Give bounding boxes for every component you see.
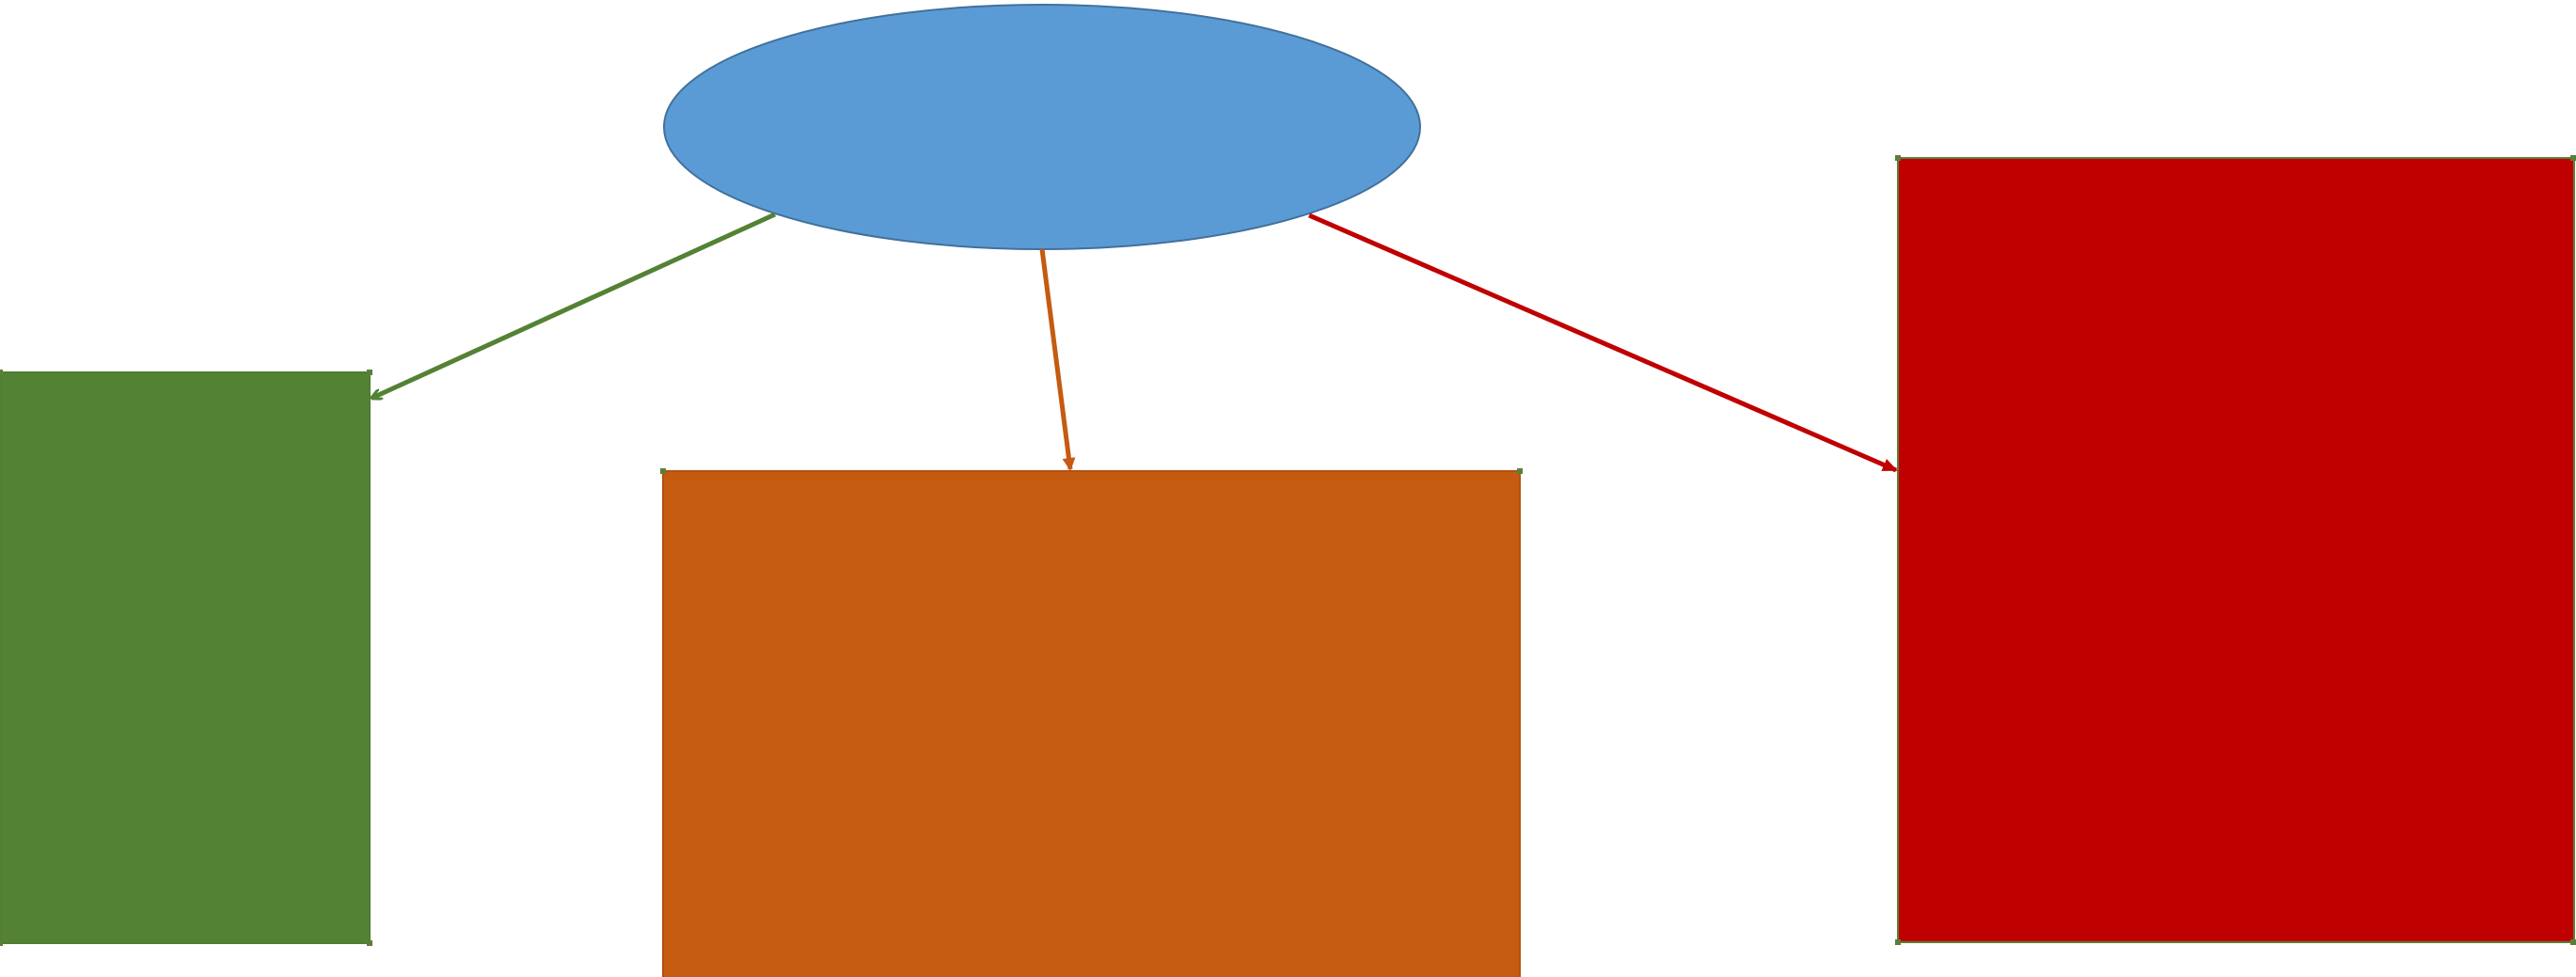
red-box-handle (2570, 939, 2576, 945)
orange-box[interactable] (662, 470, 1521, 977)
connector-root-to-orange[interactable] (1039, 248, 1076, 471)
red-box[interactable] (1897, 157, 2575, 943)
connector-root-to-red[interactable] (1308, 213, 1898, 473)
connector-root-to-green[interactable] (372, 212, 777, 398)
root-ellipse[interactable] (663, 4, 1421, 250)
orange-box-handle (1517, 468, 1523, 474)
red-box-handle (1895, 939, 1901, 945)
green-box-handle (367, 370, 372, 375)
red-box-handle (1895, 155, 1901, 161)
green-box-handle (0, 940, 3, 946)
orange-box-handle (660, 468, 666, 474)
green-box-handle (0, 370, 3, 375)
green-box[interactable] (0, 371, 371, 944)
red-box-handle (2570, 155, 2576, 161)
green-box-handle (367, 940, 372, 946)
